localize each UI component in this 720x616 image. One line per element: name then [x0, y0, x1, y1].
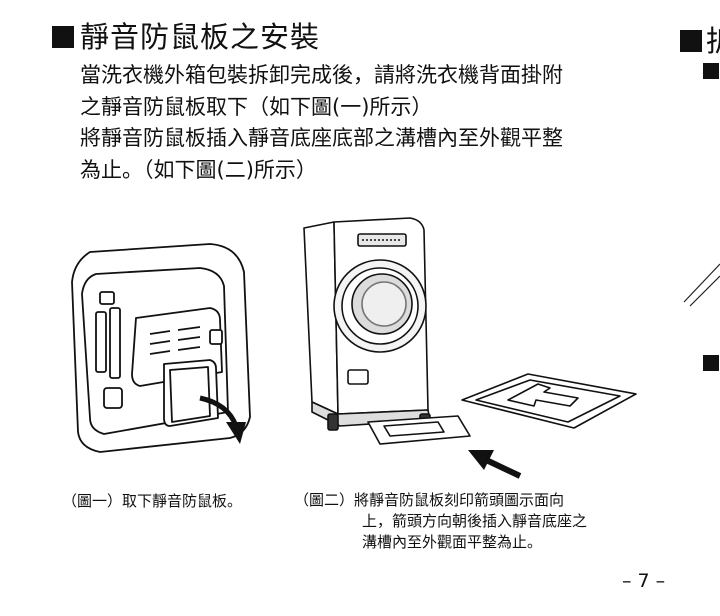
square-bullet-icon	[52, 26, 74, 48]
figure2-illustration	[303, 217, 637, 479]
paragraph-line: 當洗衣機外箱包裝拆卸完成後，請將洗衣機背面掛附	[80, 63, 563, 87]
section-title-text: 靜音防鼠板之安裝	[80, 20, 321, 54]
paragraph-line: 之靜音防鼠板取下（如下圖(一)所示）	[80, 94, 433, 119]
figure1-caption: （圖一）取下靜音防鼠板。	[62, 490, 242, 511]
square-bullet-icon	[703, 63, 719, 79]
figure1-caption-label: （圖一）	[62, 492, 123, 510]
figure2-caption-label: （圖二）	[294, 491, 355, 509]
square-bullet-icon	[680, 30, 702, 52]
figure1-caption-text: 取下靜音防鼠板。	[122, 492, 243, 510]
paragraph-line: 為止。（如下圖(二)所示）	[80, 157, 317, 182]
right-column-title: 拆	[680, 18, 720, 60]
paragraph-line: 將靜音防鼠板插入靜音底座底部之溝槽內至外觀平整	[80, 126, 563, 150]
figure1-illustration	[71, 243, 251, 453]
right-column-illustration-fragment	[683, 263, 720, 307]
square-bullet-icon	[703, 355, 719, 371]
figure2-caption-line: 上，箭頭方向朝後插入靜音底座之	[362, 512, 588, 530]
page-number: – 7 –	[622, 570, 666, 592]
figure2-caption-line: 溝槽內至外觀面平整為止。	[362, 533, 543, 551]
figure2-caption-line: 將靜音防鼠板刻印箭頭圖示面向	[354, 491, 565, 509]
section-title: 靜音防鼠板之安裝	[52, 14, 320, 56]
instruction-paragraph: 當洗衣機外箱包裝拆卸完成後，請將洗衣機背面掛附 之靜音防鼠板取下（如下圖(一)所…	[80, 60, 563, 186]
figure2-caption: （圖二）將靜音防鼠板刻印箭頭圖示面向 上，箭頭方向朝後插入靜音底座之 溝槽內至外…	[294, 490, 587, 553]
right-column-title-text: 拆	[706, 24, 720, 58]
